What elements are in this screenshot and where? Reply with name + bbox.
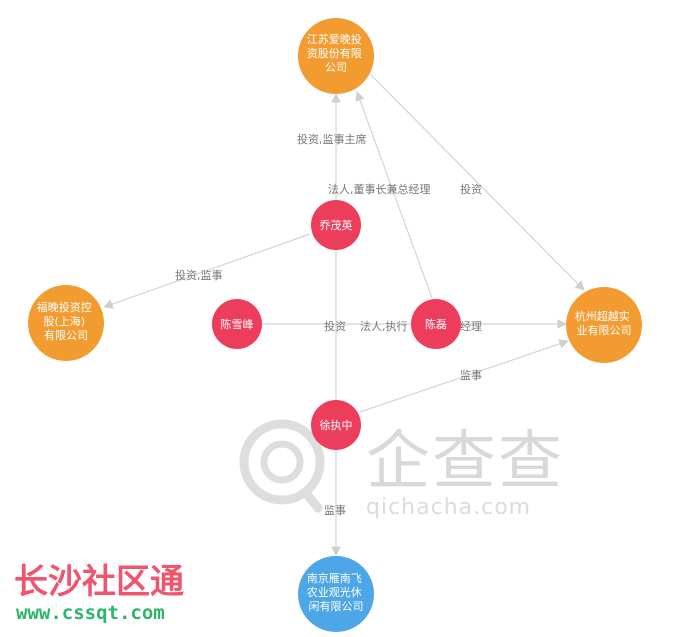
edge-label-qiao-fuwan: 投资,监事 (175, 268, 223, 282)
node-jiangsu-circle (298, 18, 374, 94)
edge-label-chenlei-jiangsu: 法人,董事长兼总经理 (328, 182, 431, 196)
node-qiao-circle (311, 200, 361, 250)
edge-chenlei-jiangsu (355, 91, 433, 299)
node-hangzhou-label: 杭州超越实 业有限公司 (575, 309, 634, 337)
edge-label-qiao-nanjing: 投资 (324, 319, 346, 333)
node-chenxuefeng-label: 陈雪峰 (221, 317, 254, 331)
site-url: www.cssqt.com (16, 602, 165, 624)
edge-label-xu-hangzhou: 监事 (460, 369, 482, 382)
node-fuwan-circle (28, 285, 104, 361)
node-chenxuefeng-circle (212, 299, 262, 349)
node-xu-circle (311, 400, 361, 450)
watermark-logo-inner-icon (260, 440, 304, 484)
node-fuwan-label: 福晚投资控 股(上海) 有限公司 (37, 300, 96, 342)
edge-label-chenxuefeng-hangzhou: 法人,执行 (360, 319, 408, 333)
watermark-logo-icon (239, 419, 325, 505)
edge-label-xu-nanjing: 监事 (324, 504, 346, 517)
site-watermark: 长沙社区通 www.cssqt.com (13, 561, 185, 624)
node-xu[interactable]: 徐执中 (311, 400, 361, 450)
edge-label-jiangsu-hangzhou: 投资 (460, 182, 482, 196)
watermark-url: qichacha.com (366, 495, 531, 520)
watermark-logo-tail-icon (300, 487, 323, 513)
qichacha-watermark: 企查查 qichacha.com (239, 419, 564, 520)
node-chenlei-circle (411, 299, 461, 349)
edge-labels: 投资,监事主席 法人,董事长兼总经理 投资 投资,监事 投资 法人,执行 经理 … (175, 132, 482, 517)
node-fuwan[interactable]: 福晚投资控 股(上海) 有限公司 (28, 285, 104, 361)
node-chenlei[interactable]: 陈磊 (411, 299, 461, 349)
node-nanjing-circle (298, 556, 374, 632)
node-nanjing[interactable]: 南京雁南飞 农业观光休 闲有限公司 (298, 556, 374, 632)
node-jiangsu[interactable]: 江苏爱晚投 资股份有限 公司 (298, 18, 374, 94)
node-hangzhou-circle (566, 287, 642, 363)
site-name: 长沙社区通 (14, 562, 184, 602)
node-chenlei-label: 陈磊 (425, 317, 447, 331)
edge-label-qiao-jiangsu: 投资,监事主席 (297, 132, 367, 146)
edge-qiao-fuwan (103, 233, 311, 309)
node-hangzhou[interactable]: 杭州超越实 业有限公司 (566, 287, 642, 363)
node-qiao[interactable]: 乔茂英 (311, 200, 361, 250)
edge-xu-hangzhou (359, 339, 569, 413)
node-nanjing-label: 南京雁南飞 农业观光休 闲有限公司 (307, 571, 366, 613)
edge-label-chenxuefeng-hangzhou-tail: 经理 (460, 320, 482, 333)
watermark-brand: 企查查 (366, 425, 564, 499)
node-qiao-label: 乔茂英 (320, 218, 353, 232)
node-jiangsu-label: 江苏爱晚投 资股份有限 公司 (307, 32, 366, 74)
node-xu-label: 徐执中 (320, 418, 353, 432)
node-chenxuefeng[interactable]: 陈雪峰 (212, 299, 262, 349)
edge-jiangsu-hangzhou (367, 71, 585, 291)
